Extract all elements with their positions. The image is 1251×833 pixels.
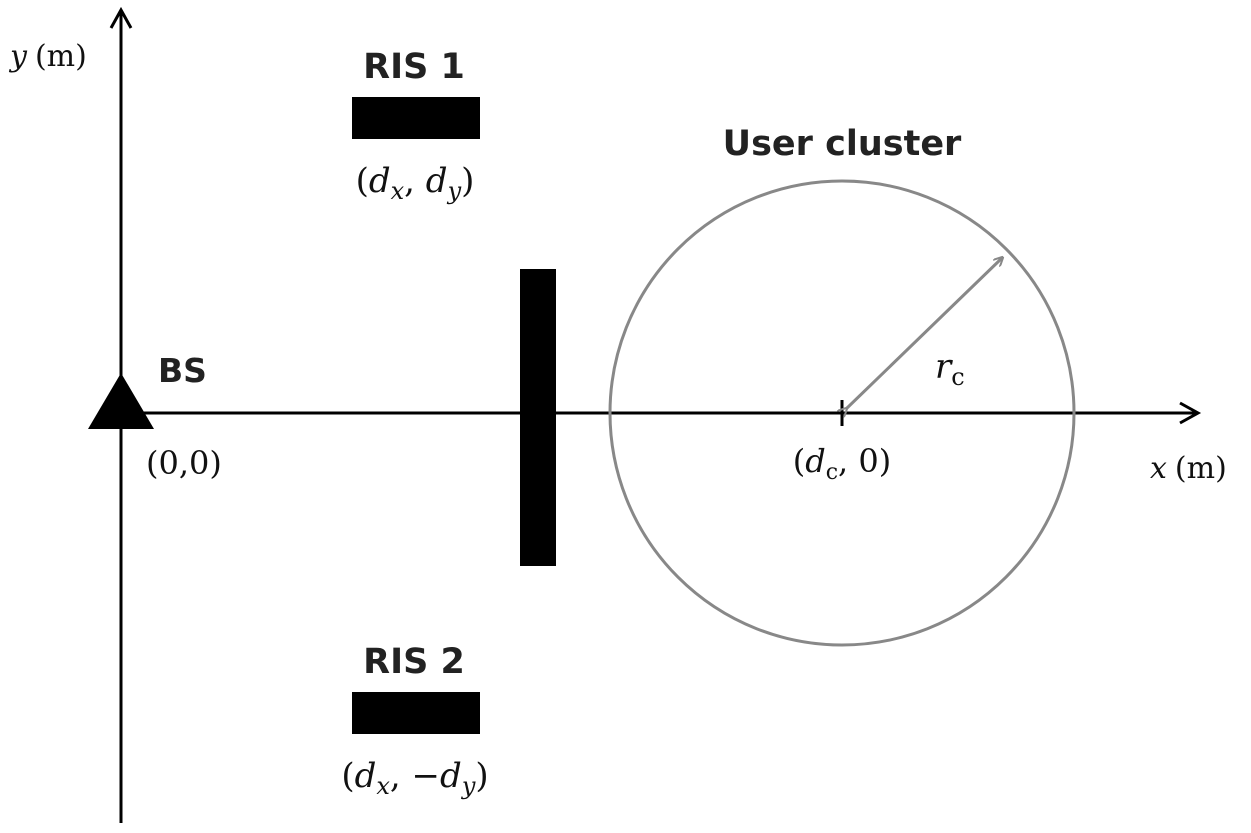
x-axis-label: x(m) (1150, 451, 1227, 486)
origin-label: (0,0) (146, 444, 222, 482)
radius-label: rc (935, 347, 965, 391)
triangle-icon (88, 373, 154, 429)
cluster-center-coordinate: (dc, 0) (793, 442, 891, 485)
radius-arrow (846, 258, 1002, 409)
ris1-coordinate: (dx, dy) (356, 161, 475, 205)
bs-label: BS (158, 351, 207, 390)
ris1-block (352, 97, 480, 139)
ris2-coordinate: (dx, −dy) (341, 756, 488, 800)
y-axis-arrowhead (109, 6, 133, 29)
user-cluster-label: User cluster (723, 124, 962, 164)
obstacle-block (520, 269, 556, 566)
y-axis-label: y(m) (8, 39, 87, 74)
x-axis-arrowhead (1179, 401, 1202, 425)
ris2-label: RIS 2 (363, 642, 465, 682)
ris2-block (352, 692, 480, 734)
ris1-label: RIS 1 (363, 47, 465, 87)
user-cluster-circle (608, 179, 1076, 647)
